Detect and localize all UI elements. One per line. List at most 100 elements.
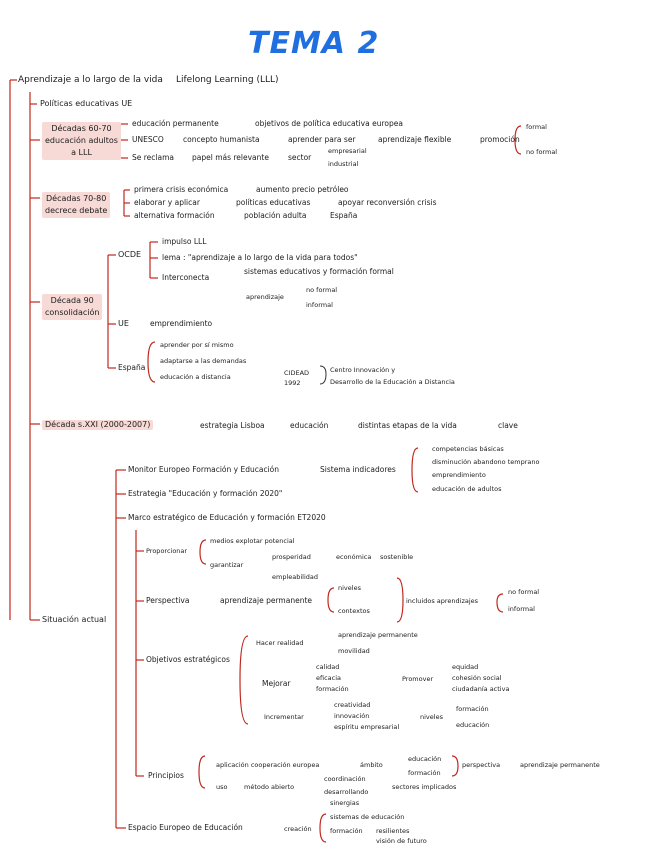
node: industrial	[328, 160, 359, 168]
node: competencias básicas	[432, 445, 504, 453]
cidead-label: CIDEAD 1992	[284, 368, 309, 388]
node: educación	[408, 755, 442, 763]
node: formación	[316, 685, 349, 693]
node: Mejorar	[262, 679, 291, 688]
node: no formal	[508, 588, 540, 596]
node: Desarrollo de la Educación a Distancia	[330, 378, 455, 386]
node: aprendizaje	[246, 293, 284, 301]
node: ámbito	[360, 761, 383, 769]
section-subtitle: decrece debate	[45, 206, 108, 215]
cidead-text: Centro Innovación y Desarrollo de la Edu…	[330, 364, 455, 388]
node: medios explotar potencial	[210, 537, 295, 545]
node: España	[330, 211, 358, 220]
node: Incrementar	[264, 713, 304, 721]
node: desarrollando	[324, 788, 369, 796]
node: UE	[118, 319, 129, 328]
node: alternativa formación	[134, 211, 215, 220]
node: formación	[456, 705, 489, 713]
node: Proporcionar	[146, 547, 188, 555]
section-subtitle: a LLL	[71, 148, 92, 157]
node: resilientes	[376, 827, 410, 835]
node: UNESCO	[132, 135, 164, 144]
node: Espacio Europeo de Educación	[128, 823, 243, 832]
node: ciudadanía activa	[452, 685, 510, 693]
node: aumento precio petróleo	[256, 185, 349, 194]
node: aprender para ser	[288, 135, 356, 144]
node: distintas etapas de la vida	[358, 421, 457, 430]
node: espíritu empresarial	[334, 723, 400, 731]
node: educación	[290, 421, 329, 430]
node: Objetivos estratégicos	[146, 655, 230, 664]
node: elaborar y aplicar	[134, 198, 200, 207]
node: clave	[498, 421, 518, 430]
node: niveles	[420, 713, 443, 721]
section-title: Década 90	[50, 296, 94, 305]
node: Principios	[148, 771, 184, 780]
node: OCDE	[118, 250, 142, 259]
node: económica	[336, 553, 372, 561]
node: objetivos de política educativa europea	[255, 119, 403, 128]
node: empleabilidad	[272, 573, 319, 581]
node: no formal	[306, 286, 338, 294]
node: educación de adultos	[432, 485, 502, 493]
node: sectores implicados	[392, 783, 457, 791]
node: CIDEAD	[284, 369, 310, 377]
node: aprendizaje permanente	[520, 761, 600, 769]
node: aprendizaje permanente	[338, 631, 418, 639]
node: equidad	[452, 663, 479, 671]
section-decada-90: Década 90 consolidación	[42, 294, 103, 320]
node: políticas educativas	[236, 198, 311, 207]
node: emprendimiento	[150, 319, 213, 328]
node: Marco estratégico de Educación y formaci…	[128, 513, 326, 522]
node: uso	[216, 783, 228, 791]
node: sinergias	[330, 799, 360, 807]
node: contextos	[338, 607, 370, 615]
node: educación a distancia	[160, 373, 231, 381]
node: sector	[288, 153, 312, 162]
node: concepto humanista	[183, 135, 260, 144]
node: apoyar reconversión crisis	[338, 198, 437, 207]
root-topic: Aprendizaje a lo largo de la vida	[18, 75, 163, 85]
section-title: Décadas 60-70	[51, 124, 112, 133]
node: sistemas de educación	[330, 813, 405, 821]
node: prosperidad	[272, 553, 311, 561]
node: lema : "aprendizaje a lo largo de la vid…	[162, 253, 358, 262]
node: España	[118, 363, 146, 372]
section-decada-xxi: Década s.XXI (2000-2007)	[42, 420, 154, 430]
node: informal	[508, 605, 535, 613]
node: Estrategia "Educación y formación 2020"	[128, 489, 283, 498]
node: impulso LLL	[162, 237, 207, 246]
node: creación	[284, 825, 312, 833]
node: sostenible	[380, 553, 414, 561]
section-title: Décadas 70-80	[46, 194, 107, 203]
node: Se reclama	[132, 153, 174, 162]
node: Hacer realidad	[256, 639, 304, 647]
node: Monitor Europeo Formación y Educación	[128, 465, 280, 474]
section-decadas-70-80: Décadas 70-80 decrece debate	[42, 192, 111, 218]
politicas-label: Políticas educativas UE	[40, 99, 133, 108]
node: creatividad	[334, 701, 371, 709]
section-subtitle: consolidación	[45, 308, 100, 317]
node: calidad	[316, 663, 340, 671]
node: estrategia Lisboa	[200, 421, 265, 430]
node: niveles	[338, 584, 361, 592]
node: primera crisis económica	[134, 185, 229, 194]
page-title: TEMA 2	[248, 26, 380, 61]
node: aprendizaje permanente	[220, 596, 313, 605]
node: emprendimiento	[432, 471, 486, 479]
section-subtitle: educación adultos	[45, 136, 118, 145]
node: Perspectiva	[146, 596, 190, 605]
node: coordinación	[324, 775, 366, 783]
node: promoción	[480, 135, 520, 144]
node: no formal	[526, 148, 558, 156]
node: formal	[526, 123, 547, 131]
node: sistemas educativos y formación formal	[244, 267, 394, 276]
node: innovación	[334, 712, 370, 720]
node: movilidad	[338, 647, 370, 655]
root-topic-en: Lifelong Learning (LLL)	[176, 75, 279, 85]
node: perspectiva	[462, 761, 501, 769]
section-decadas-60-70: Décadas 60-70 educación adultos a LLL	[42, 122, 121, 160]
node: Sistema indicadores	[320, 465, 396, 474]
